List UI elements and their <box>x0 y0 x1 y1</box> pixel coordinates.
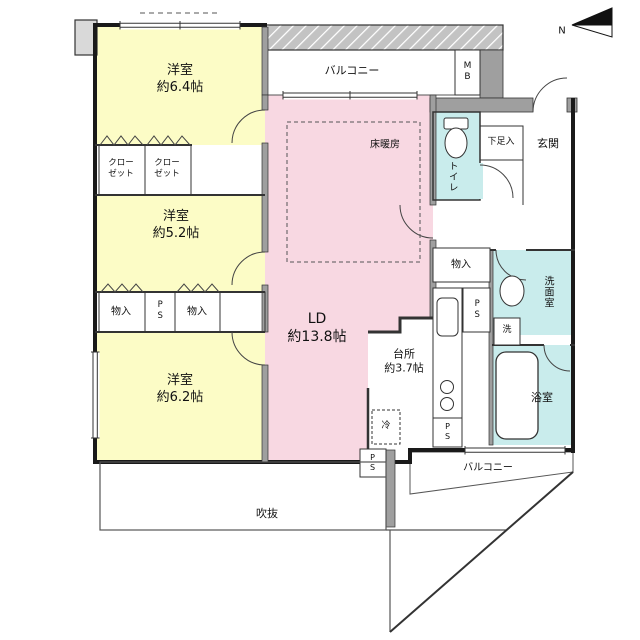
closet-upper-label: クローゼット <box>108 157 134 179</box>
balcony-top-label: バルコニー <box>324 63 380 77</box>
bathtub-icon <box>495 351 539 440</box>
toilet-label: トイレ <box>446 161 458 193</box>
pipe-space-label-1: PS <box>155 300 166 322</box>
doors <box>99 77 571 372</box>
room-label-western1: 洋室約6.4帖 <box>156 63 204 95</box>
washer-label: 洗 <box>502 325 512 336</box>
pipe-space-label-2: PS <box>472 299 483 321</box>
fixtures <box>286 117 539 445</box>
pipe-space-label-4: PS <box>368 453 377 473</box>
storage1-label: 物入 <box>111 306 131 318</box>
void-outline <box>99 461 574 633</box>
room-label-kitchen: 台所約3.7帖 <box>384 347 424 375</box>
fridge-box <box>371 409 401 445</box>
entrance-label: 玄関 <box>537 136 559 150</box>
windows <box>91 21 566 455</box>
closet-lower-label: クローゼット <box>154 157 180 179</box>
balcony-areas <box>264 49 574 495</box>
room-label-western3: 洋室約6.2帖 <box>156 373 204 405</box>
bathroom-label: 浴室 <box>531 390 553 404</box>
storage-hall-label: 物入 <box>451 259 471 271</box>
floor-heating-area <box>286 121 421 263</box>
vanity-sink-icon <box>499 275 525 307</box>
room-label-western2: 洋室約5.2帖 <box>152 209 200 241</box>
shoe-box-label: 下足入 <box>487 137 515 148</box>
north-compass-icon <box>571 7 613 38</box>
balcony-bottom-label: バルコニー <box>463 462 513 474</box>
meter-box-label: MB <box>462 61 473 83</box>
toilet-tank-icon <box>443 117 469 130</box>
north-label: N <box>558 25 566 37</box>
washroom-label: 洗面室 <box>542 275 553 309</box>
kitchen-sink-icon <box>436 297 459 337</box>
toilet-bowl-icon <box>444 127 468 159</box>
pipe-space-label-3: PS <box>443 422 452 442</box>
void-label: 吹抜 <box>256 506 278 520</box>
interior-walls <box>95 26 575 528</box>
stove-burner-icon <box>440 380 454 394</box>
storage2-label: 物入 <box>187 306 207 318</box>
fridge-label: 冷 <box>381 421 391 432</box>
floor-heating-label: 床暖房 <box>370 139 400 151</box>
stove-burner-icon <box>440 397 454 411</box>
